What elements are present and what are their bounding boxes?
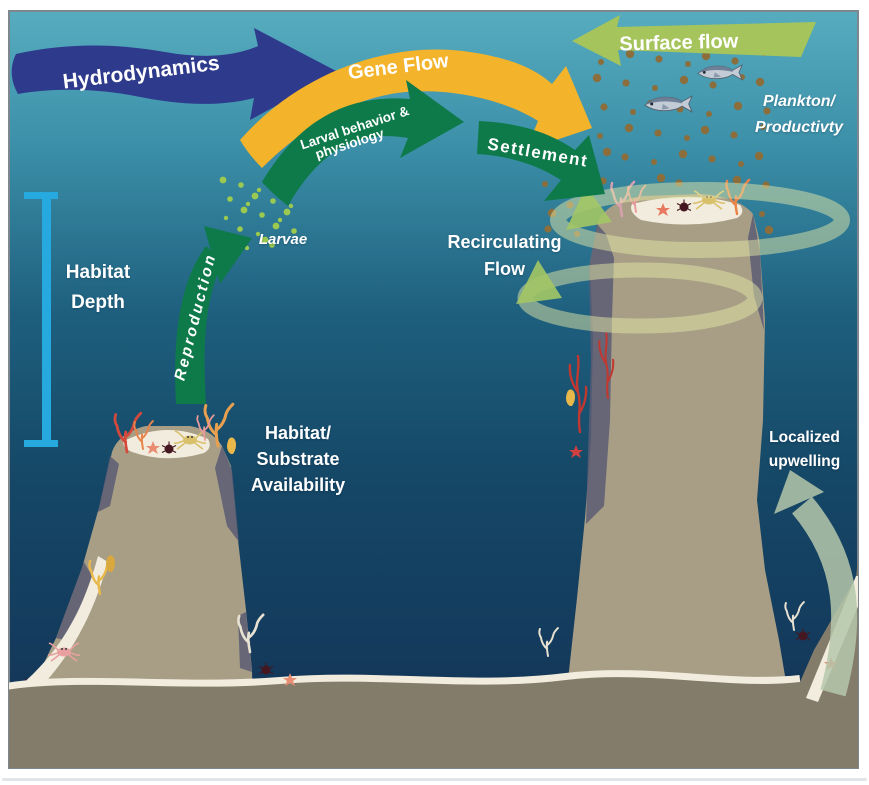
plankton-dot xyxy=(656,173,666,183)
plankton-dot xyxy=(678,149,688,159)
larvae-dot xyxy=(227,196,233,202)
plankton-dot xyxy=(622,79,630,87)
plankton-dot xyxy=(733,101,743,111)
upwelling-arrowhead-icon xyxy=(774,470,824,514)
right-seamount xyxy=(560,178,793,768)
plankton-dot xyxy=(738,161,744,167)
larvae-dot xyxy=(272,222,280,230)
plankton-dot xyxy=(597,133,603,139)
larvae-dot xyxy=(251,192,259,200)
plankton-dot xyxy=(624,123,634,133)
right-seamount-rock xyxy=(560,194,793,768)
plankton-dot xyxy=(708,155,716,163)
bracket-stem xyxy=(42,196,51,444)
surface-flow-arrow xyxy=(572,15,816,66)
plankton-dot xyxy=(600,103,608,111)
larvae-dot xyxy=(270,198,276,204)
plankton-dot xyxy=(598,59,604,65)
plankton-dot xyxy=(655,55,663,63)
larvae-dot xyxy=(240,206,248,214)
reproduction-arrow-body xyxy=(175,246,224,404)
larvae-dot xyxy=(259,212,265,218)
plankton-dot xyxy=(764,225,774,235)
larval-behavior-arrow xyxy=(262,80,464,206)
plankton-dot xyxy=(732,175,742,185)
larvae-dot xyxy=(237,226,243,232)
recirculating-flow-rings xyxy=(516,182,850,334)
plankton-dot xyxy=(760,124,766,130)
plankton-dot xyxy=(730,131,738,139)
plankton-dot xyxy=(709,81,717,89)
plankton-dot xyxy=(759,211,765,217)
larvae-dot xyxy=(261,236,269,244)
plankton-dot xyxy=(592,73,602,83)
bracket-bottom-cap xyxy=(24,440,58,447)
larvae-dot xyxy=(223,215,229,221)
larvae-dot xyxy=(283,208,291,216)
plankton-dot xyxy=(652,85,658,91)
larvae-dot xyxy=(288,203,294,209)
larvae-dot xyxy=(219,176,227,184)
habitat-depth-bracket xyxy=(24,192,58,447)
rock-shadow xyxy=(56,562,92,641)
larvae-dot xyxy=(255,231,261,237)
rock-shadow xyxy=(98,456,119,512)
rock-shadow xyxy=(586,224,614,524)
plankton-dot xyxy=(731,57,739,65)
localized-upwelling-arrow xyxy=(774,470,858,697)
hydrodynamics-arrow xyxy=(11,28,339,120)
plankton-dot xyxy=(700,125,710,135)
recirculating-ring-upper xyxy=(550,182,850,258)
larvae-dot xyxy=(238,182,244,188)
plankton-dot xyxy=(706,111,712,117)
plankton-dot xyxy=(701,51,711,61)
plankton-dot xyxy=(654,129,662,137)
gene-flow-arrow xyxy=(240,49,592,168)
card-bottom-edge xyxy=(2,778,867,781)
plankton-dot xyxy=(763,107,771,115)
recirculating-arrowhead-icon xyxy=(566,186,612,230)
plankton-dot xyxy=(602,147,612,157)
rock-shadow xyxy=(215,446,239,542)
upwelling-arrow-body xyxy=(791,496,858,697)
seafloor-sand-line xyxy=(9,670,801,693)
plankton-dot xyxy=(754,151,764,161)
larvae-dot xyxy=(244,245,250,251)
plankton-dot xyxy=(630,109,636,115)
recirculating-arrowhead-icon xyxy=(516,260,562,304)
larvae-dot xyxy=(269,242,275,248)
larvae-dot xyxy=(245,201,251,207)
bracket-top-cap xyxy=(24,192,58,199)
plankton-dot xyxy=(685,61,691,67)
larvae-dot xyxy=(291,228,297,234)
larvae-dot xyxy=(277,217,283,223)
plankton-dot xyxy=(621,153,629,161)
larvae-dot xyxy=(256,187,262,193)
plankton-dot xyxy=(625,49,635,59)
plankton-dot xyxy=(542,181,548,187)
plankton-dot xyxy=(651,159,657,165)
surface-flow-label: Surface flow xyxy=(619,30,739,55)
reproduction-arrow xyxy=(175,226,252,404)
plankton-dot xyxy=(684,135,690,141)
plankton-dot xyxy=(755,77,765,87)
seafloor-rock xyxy=(9,558,858,768)
reproduction-arrowhead-icon xyxy=(204,226,252,284)
plankton-dot xyxy=(679,75,689,85)
plankton-dot xyxy=(544,225,552,233)
settlement-arrow xyxy=(477,121,605,201)
